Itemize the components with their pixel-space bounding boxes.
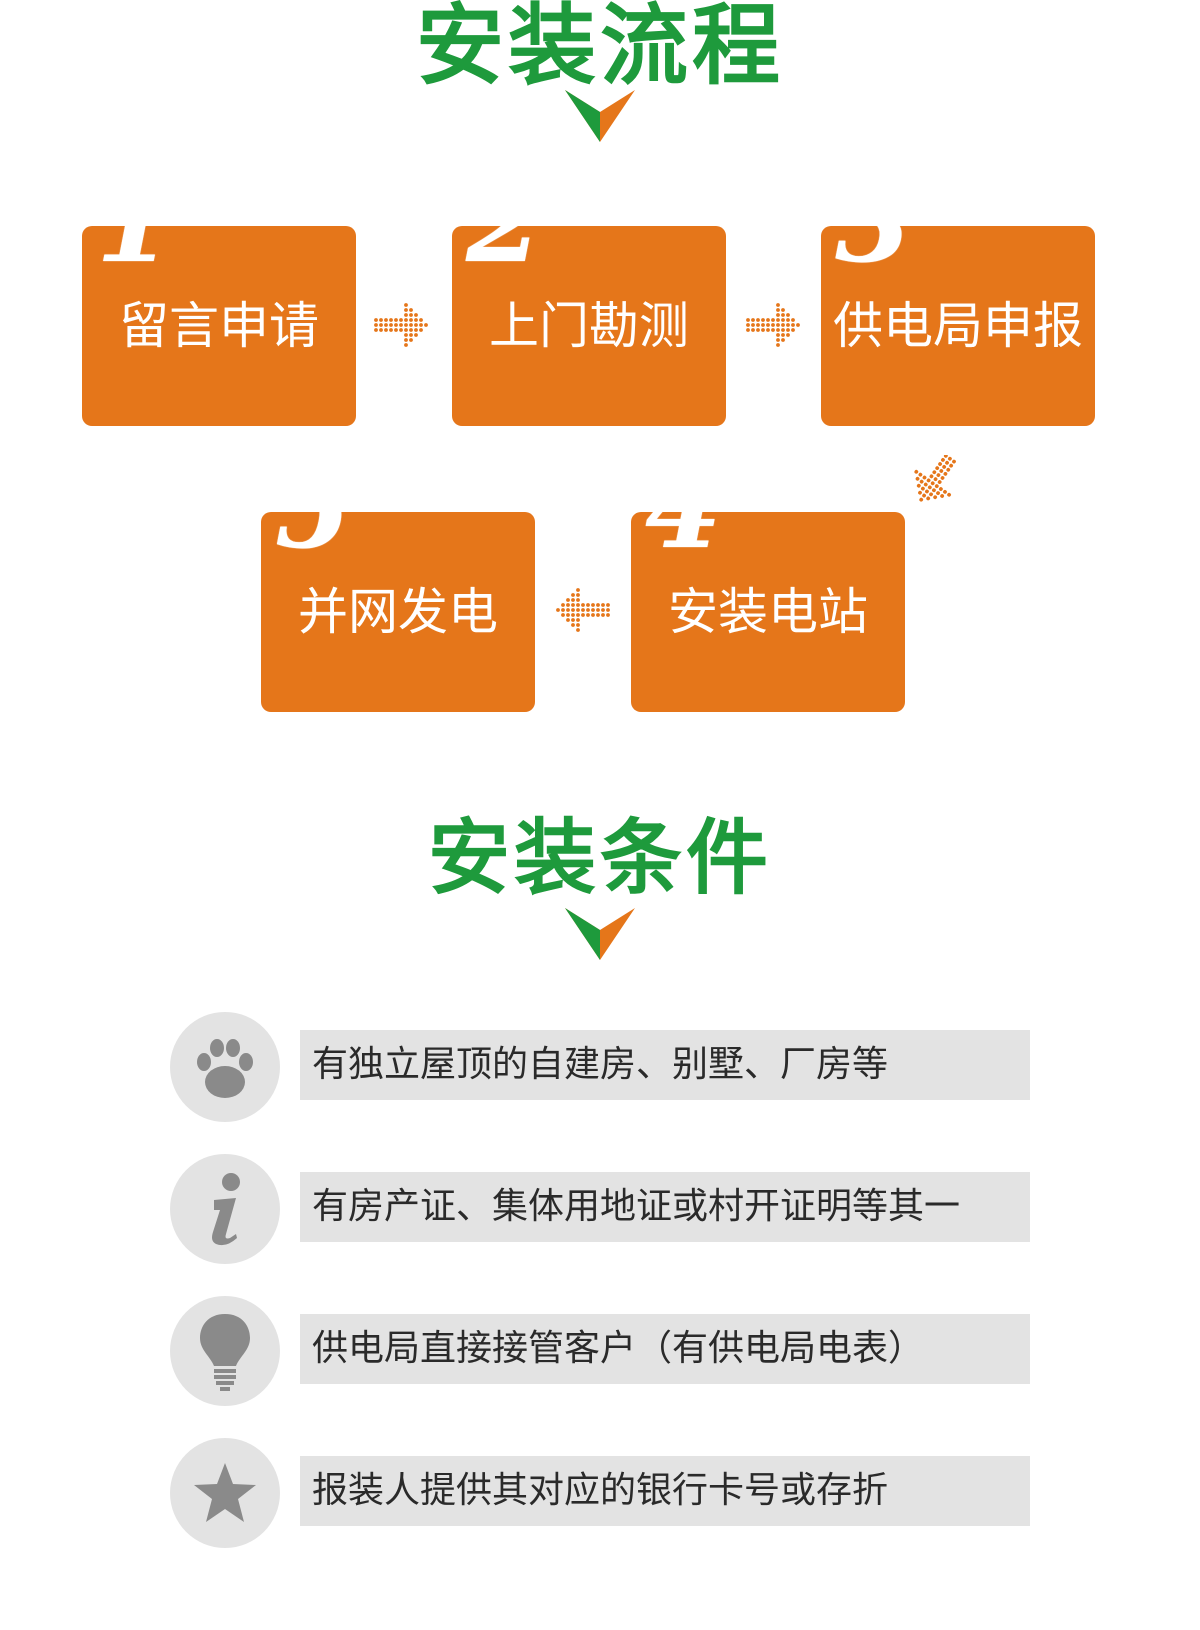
dotted-arrow-left-icon: [556, 588, 610, 632]
process-title: 安装流程: [415, 0, 784, 97]
condition-bar: 有房产证、集体用地证或村开证明等其一: [300, 1172, 1030, 1242]
condition-item: 供电局直接接管客户（有供电局电表）: [170, 1296, 1030, 1406]
step-5: 5 并网发电: [261, 454, 535, 712]
step-label: 并网发电: [298, 583, 498, 641]
condition-text: 供电局直接接管客户（有供电局电表）: [312, 1328, 925, 1369]
step-number: 2: [466, 158, 543, 287]
condition-bar: 有独立屋顶的自建房、别墅、厂房等: [300, 1030, 1030, 1100]
step-number: 4: [645, 444, 722, 573]
condition-item: 有独立屋顶的自建房、别墅、厂房等: [170, 1012, 1030, 1122]
condition-item: 报装人提供其对应的银行卡号或存折: [170, 1438, 1030, 1548]
step-label: 留言申请: [119, 297, 319, 355]
info-icon: [170, 1154, 280, 1264]
step-number: 3: [835, 158, 912, 287]
chevron-down-icon: [565, 90, 635, 142]
dotted-arrow-down-left-icon: [914, 455, 956, 502]
step-label: 安装电站: [668, 583, 868, 641]
step-2: 2 上门勘测: [452, 168, 726, 426]
step-label: 上门勘测: [489, 297, 689, 355]
step-number: 5: [275, 444, 352, 573]
step-number: 1: [96, 158, 173, 287]
dotted-arrow-right-icon: [374, 303, 428, 347]
star-icon: [170, 1438, 280, 1548]
lightbulb-icon: [170, 1296, 280, 1406]
condition-text: 报装人提供其对应的银行卡号或存折: [312, 1470, 889, 1511]
condition-text: 有独立屋顶的自建房、别墅、厂房等: [312, 1044, 889, 1085]
step-label: 供电局申报: [833, 297, 1083, 355]
condition-bar: 报装人提供其对应的银行卡号或存折: [300, 1456, 1030, 1526]
condition-text: 有房产证、集体用地证或村开证明等其一: [312, 1186, 961, 1227]
conditions-title: 安装条件: [427, 811, 772, 906]
paw-icon: [170, 1012, 280, 1122]
dotted-arrow-right-icon: [746, 303, 800, 347]
step-3: 3 供电局申报: [821, 168, 1095, 426]
step-1: 1 留言申请: [82, 168, 356, 426]
condition-bar: 供电局直接接管客户（有供电局电表）: [300, 1314, 1030, 1384]
step-4: 4 安装电站: [631, 454, 905, 712]
condition-item: 有房产证、集体用地证或村开证明等其一: [170, 1154, 1030, 1264]
chevron-down-icon: [565, 908, 635, 960]
